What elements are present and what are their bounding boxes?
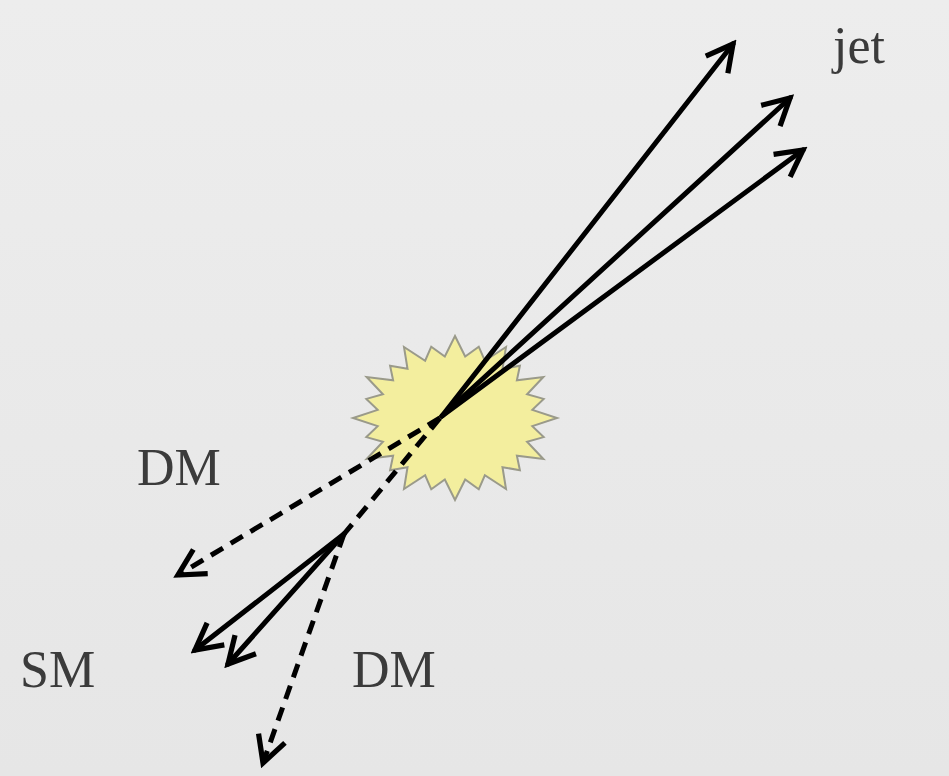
jet-label: jet: [833, 20, 885, 72]
dark-matter-label: DM: [137, 442, 221, 494]
sm-decay-arrows: [195, 534, 344, 664]
dark-matter-label: DM: [352, 644, 436, 696]
standard-model-label: SM: [20, 644, 95, 696]
collision-burst: [353, 336, 557, 500]
jet-arrows: [442, 44, 803, 416]
